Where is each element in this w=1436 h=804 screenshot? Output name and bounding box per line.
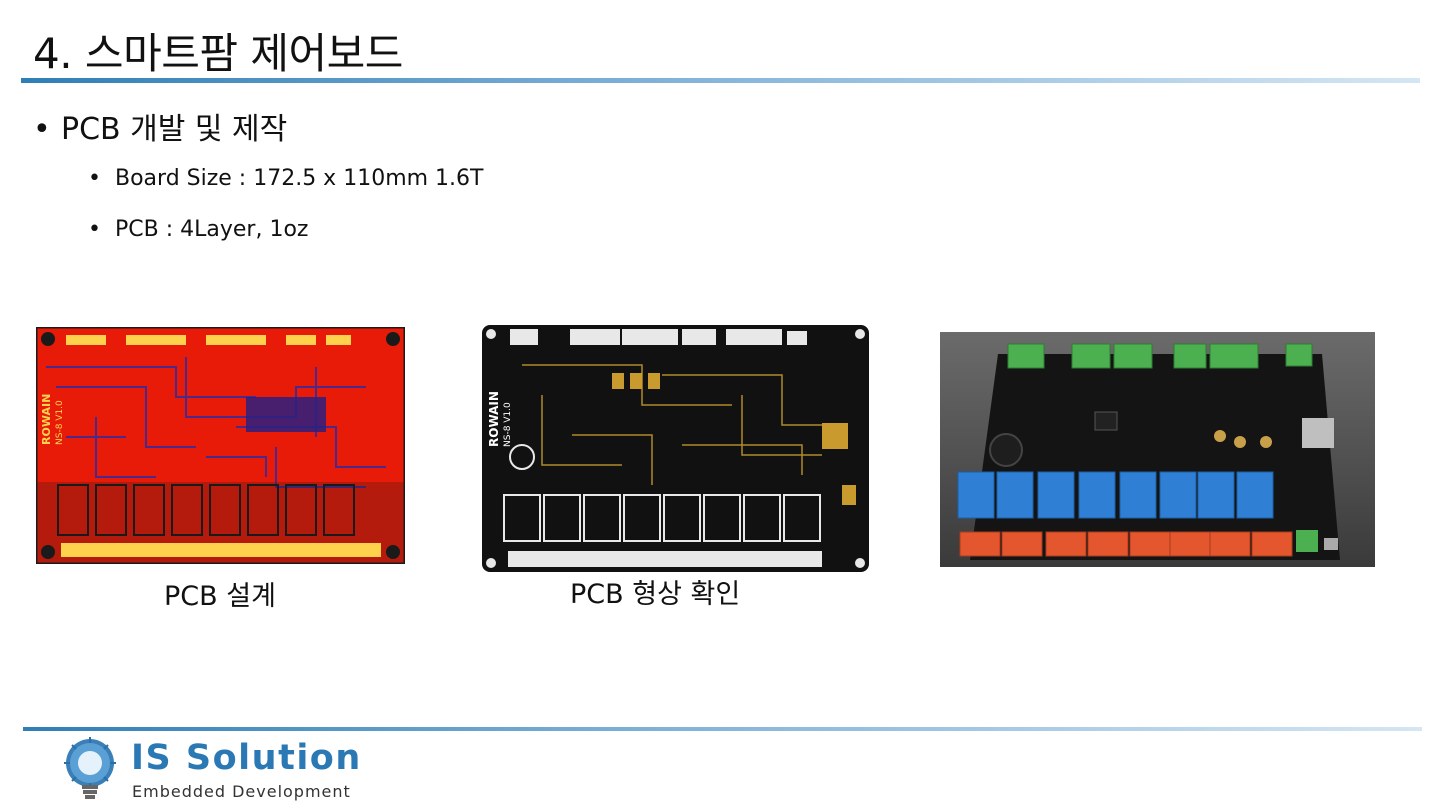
slide-title: 4. 스마트팜 제어보드 [33,29,403,78]
company-logo [64,737,116,799]
silk-brand-label: ROWAIN [487,391,501,447]
title-divider [21,78,1420,83]
pcb-photo-image [940,332,1375,567]
silk-model-label: NS-8 V1.0 [503,402,513,447]
lightbulb-gear-icon [64,737,116,799]
bullet-dot: • [88,217,101,242]
pcb-design-illustration: ROWAIN NS-8 V1.0 [36,327,405,564]
sub-bullet: • PCB : 4Layer, 1oz [88,217,308,242]
sub-bullet-text: PCB : 4Layer, 1oz [115,217,309,242]
main-bullet: • PCB 개발 및 제작 [33,104,287,148]
main-bullet-text: PCB 개발 및 제작 [61,112,288,147]
pcb-render-illustration: ROWAIN NS-8 V1.0 [482,325,869,572]
bullet-dot: • [88,166,101,191]
caption-pcb-design: PCB 설계 [164,581,276,612]
logo-name: IS Solution [131,738,362,778]
pcb-photo-illustration [940,332,1375,567]
pcb-render-image: ROWAIN NS-8 V1.0 [482,325,869,572]
silk-brand-label: ROWAIN [40,394,53,445]
footer-divider [23,727,1422,731]
bullet-dot: • [33,112,51,147]
logo-tagline: Embedded Development [132,782,351,801]
caption-pcb-render: PCB 형상 확인 [570,579,741,610]
pcb-design-image: ROWAIN NS-8 V1.0 [36,327,405,564]
silk-model-label: NS-8 V1.0 [55,400,65,445]
sub-bullet: • Board Size : 172.5 x 110mm 1.6T [88,166,483,191]
sub-bullet-text: Board Size : 172.5 x 110mm 1.6T [115,166,484,191]
